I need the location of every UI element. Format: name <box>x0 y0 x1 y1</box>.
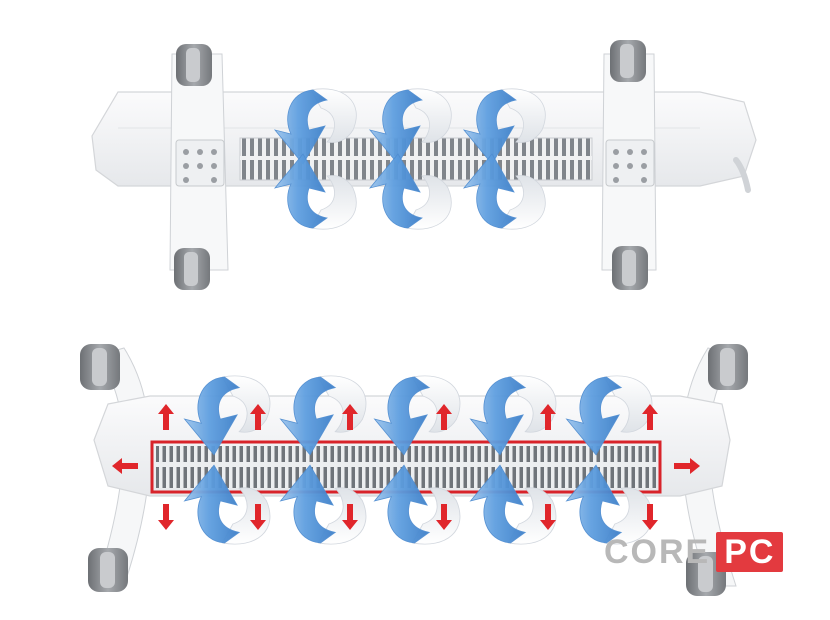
cold-air-arrow-icon <box>279 464 367 545</box>
heat-arrow-icon <box>250 404 266 430</box>
heat-arrow-icon <box>342 504 358 530</box>
heat-arrow-icon <box>436 404 452 430</box>
cold-air-arrow-icon <box>469 375 557 456</box>
cold-air-arrow-icon <box>469 464 557 545</box>
caster-wheel-icon <box>610 40 646 82</box>
caster-wheel-icon <box>686 552 726 596</box>
cold-air-arrow-icon <box>279 375 367 456</box>
watermark-text: CORE <box>604 533 711 571</box>
caster-wheel-icon <box>708 344 748 390</box>
caster-wheel-icon <box>612 246 648 290</box>
cold-air-arrow-icon <box>373 375 461 456</box>
foot-bracket-right <box>601 53 657 271</box>
caster-wheel-icon <box>176 44 212 86</box>
heat-arrow-icon <box>540 504 556 530</box>
cold-air-arrow-icon <box>462 153 546 230</box>
watermark-logo: CORE PC <box>604 532 784 572</box>
heater-top <box>91 40 757 290</box>
heat-arrow-icon <box>436 504 452 530</box>
heat-arrow-icon <box>642 404 658 430</box>
caster-wheel-icon <box>88 548 128 592</box>
heat-arrow-icon <box>642 504 658 530</box>
cold-air-arrow-icon <box>368 153 452 230</box>
caster-wheel-icon <box>174 248 210 290</box>
heat-arrow-icon <box>674 458 700 474</box>
heat-arrow-icon <box>250 504 266 530</box>
foot-bracket-left <box>169 53 229 271</box>
heat-arrow-icon <box>158 504 174 530</box>
heater-bottom <box>80 344 748 596</box>
cold-air-arrow-icon <box>373 464 461 545</box>
cold-air-arrow-icon <box>273 153 357 230</box>
watermark-badge: PC <box>716 532 784 572</box>
cold-air-arrow-icon <box>565 464 653 545</box>
heat-arrow-icon <box>112 458 138 474</box>
cold-air-arrow-icon <box>565 375 653 456</box>
heat-arrow-icon <box>158 404 174 430</box>
heat-arrow-icon <box>540 404 556 430</box>
caster-wheel-icon <box>80 344 120 390</box>
cold-air-arrow-icon <box>183 464 271 545</box>
heat-arrow-icon <box>342 404 358 430</box>
